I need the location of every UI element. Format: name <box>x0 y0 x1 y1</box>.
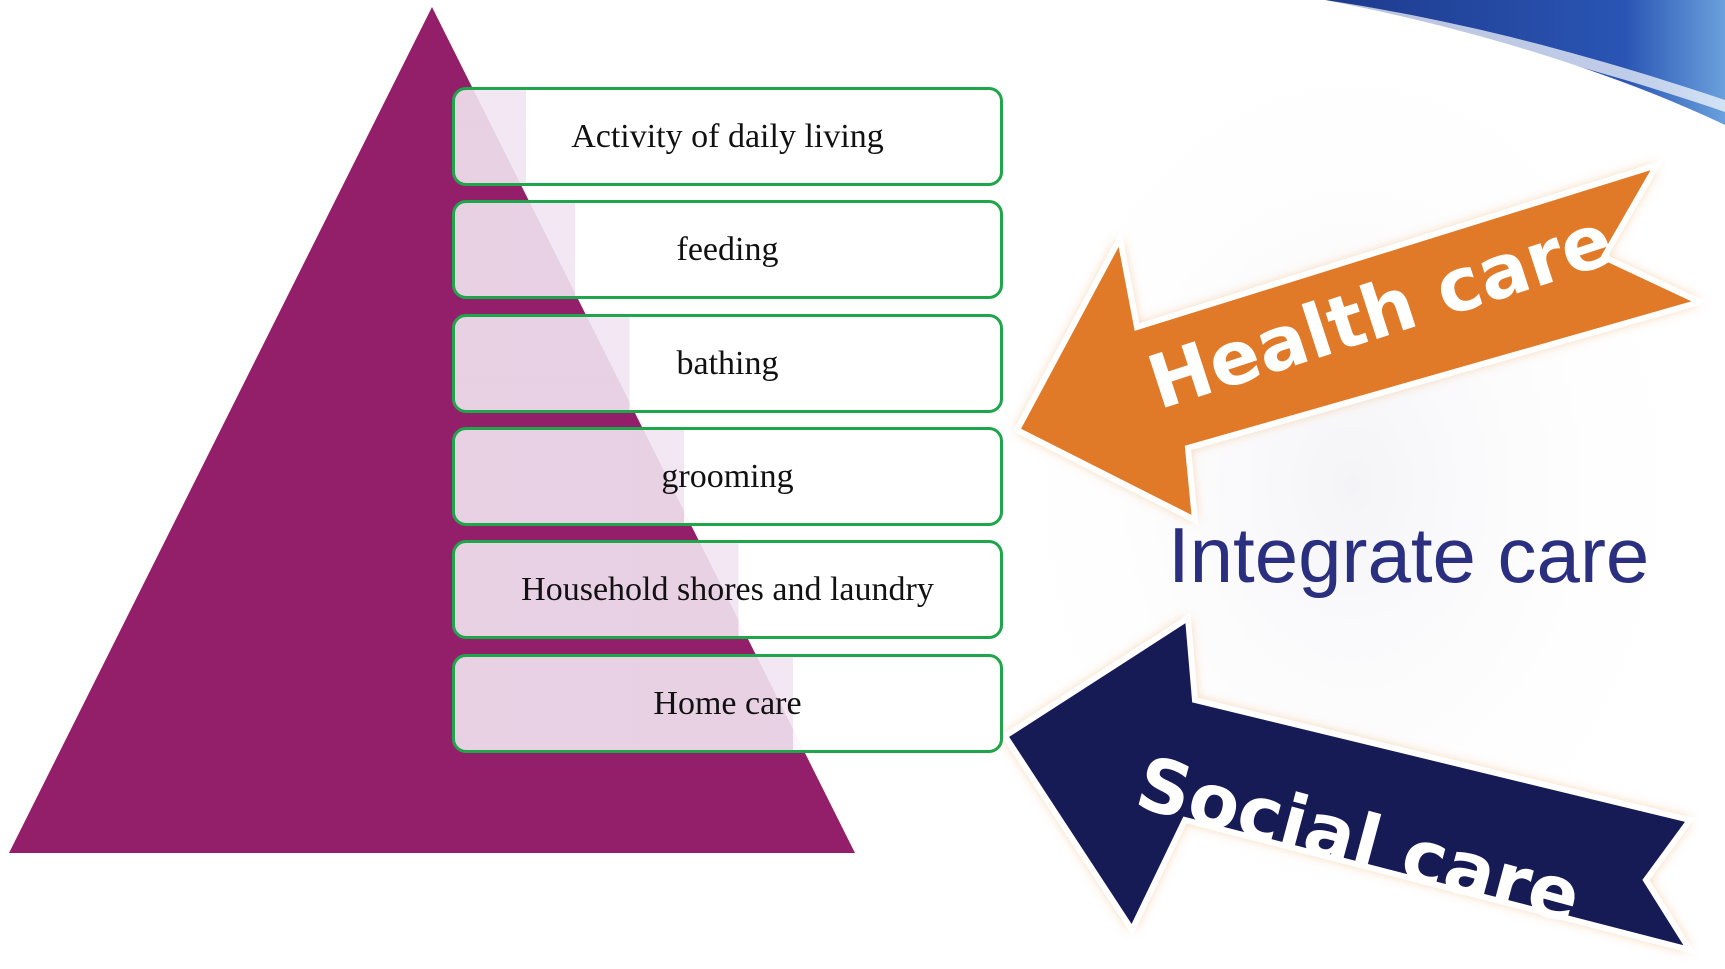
social-care-arrow <box>1000 612 1697 955</box>
list-item-feeding: feeding <box>452 200 1003 299</box>
list-item-grooming: grooming <box>452 427 1003 526</box>
health-care-arrow <box>1012 159 1709 526</box>
list-item-household-chores: Household shores and laundry <box>452 540 1003 639</box>
corner-swoosh <box>1325 0 1725 125</box>
list-item-label: bathing <box>676 344 779 382</box>
corner-swoosh-highlight <box>1325 0 1725 112</box>
list-item-label: Activity of daily living <box>571 117 884 155</box>
list-item-home-care: Home care <box>452 654 1003 753</box>
list-item-label: feeding <box>676 230 779 268</box>
list-item-bathing: bathing <box>452 314 1003 413</box>
list-item-label: Home care <box>653 684 802 722</box>
list-item-activity-of-daily-living: Activity of daily living <box>452 87 1003 186</box>
list-item-label: grooming <box>661 457 794 495</box>
integrate-care-label: Integrate care <box>1168 511 1650 599</box>
pyramid-triangle <box>9 7 855 853</box>
list-item-label: Household shores and laundry <box>521 570 934 608</box>
